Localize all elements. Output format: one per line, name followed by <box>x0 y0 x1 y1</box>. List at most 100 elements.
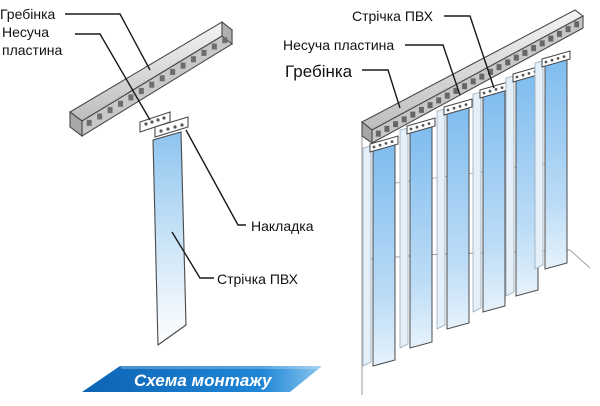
comb-tooth <box>556 30 562 37</box>
right-strip-6 <box>534 50 571 270</box>
comb-tooth <box>496 64 502 71</box>
right-pvc-strips <box>362 50 571 367</box>
comb-tooth <box>97 113 103 120</box>
label-plate-right: Несуча пластина <box>283 37 394 53</box>
comb-tooth <box>149 81 155 88</box>
comb-tooth <box>393 121 399 128</box>
comb-tooth <box>107 107 113 114</box>
strip-plate <box>406 117 436 135</box>
strip-shadow <box>505 75 515 297</box>
banner-title: Схема монтажу <box>134 371 273 390</box>
strip-body <box>482 85 506 313</box>
strip-shadow <box>399 127 409 349</box>
plate-rivet <box>550 58 554 62</box>
plate-rivet <box>500 86 504 89</box>
plate-rivet <box>515 75 519 79</box>
strip-body <box>372 139 396 367</box>
strip-plate <box>369 135 399 153</box>
comb-tooth <box>531 45 537 52</box>
label-plate-left-line2: пластина <box>2 42 63 58</box>
plate-rivet <box>458 105 462 108</box>
left-detail <box>65 13 246 347</box>
plate-rivet <box>556 57 560 60</box>
right-strip-1 <box>362 135 399 367</box>
label-strip-right: Стрічка ПВХ <box>352 8 434 24</box>
plate-rivet <box>562 55 566 58</box>
comb-tooth <box>170 68 176 75</box>
comb-tooth <box>138 88 144 95</box>
comb-tooth <box>222 37 228 44</box>
strip-shadow <box>362 145 372 367</box>
plate-rivet <box>409 127 413 131</box>
comb-tooth <box>86 119 92 126</box>
comb-tooth <box>574 21 580 28</box>
callout-overlay-left <box>185 129 246 226</box>
callout-comb-right <box>362 69 401 109</box>
right-strip-4 <box>472 81 509 313</box>
label-strip-left: Стрічка ПВХ <box>217 271 299 287</box>
plate-rivet <box>521 73 525 77</box>
comb-tooth <box>436 97 442 104</box>
comb-tooth <box>180 62 186 69</box>
left-overlay <box>154 116 189 138</box>
left-pvc-strip <box>152 131 187 347</box>
comb-tooth <box>565 26 571 33</box>
label-overlay-left: Накладка <box>251 218 314 234</box>
label-plate-left-line1: Несуча <box>2 24 49 40</box>
callout-plate-left <box>75 33 151 121</box>
strip-plate <box>443 98 473 116</box>
strip-shadow <box>534 60 544 270</box>
right-comb-teeth <box>375 21 580 137</box>
comb-tooth <box>418 106 424 113</box>
label-comb-right: Гребінка <box>285 62 353 81</box>
comb-tooth <box>487 68 493 75</box>
plate-rivet <box>372 145 376 149</box>
comb-tooth <box>159 75 165 82</box>
comb-tooth <box>479 73 485 80</box>
comb-tooth <box>401 116 407 123</box>
plate-rivet <box>415 125 419 129</box>
callout-plate-right <box>405 44 461 96</box>
left-comb-rail <box>69 20 233 138</box>
plate-rivet <box>464 103 468 106</box>
plate-rivet <box>527 72 531 75</box>
comb-tooth <box>191 56 196 63</box>
comb-tooth <box>128 94 134 101</box>
plate-rivet <box>421 124 425 127</box>
strip-shadow <box>436 108 446 330</box>
label-comb-left: Гребінка <box>0 6 56 22</box>
plate-rivet <box>494 88 498 91</box>
comb-tooth <box>539 40 545 47</box>
plate-rivet <box>544 60 548 64</box>
comb-tooth <box>548 35 554 42</box>
plate-rivet <box>427 122 431 125</box>
right-strip-3 <box>436 98 473 330</box>
comb-tooth <box>505 59 511 66</box>
right-strip-2 <box>399 117 436 349</box>
mounting-scheme-banner: Схема монтажу <box>82 366 322 392</box>
comb-tooth <box>470 78 476 85</box>
right-comb-rail <box>361 9 585 145</box>
comb-tooth <box>201 49 207 56</box>
comb-tooth <box>118 100 123 107</box>
right-strip-5 <box>505 65 542 297</box>
comb-tooth <box>384 125 390 132</box>
left-comb-teeth <box>86 37 228 126</box>
plate-rivet <box>452 106 456 110</box>
plate-rivet <box>384 142 388 145</box>
plate-rivet <box>378 143 382 147</box>
strip-shadow <box>472 91 482 313</box>
comb-tooth <box>453 87 459 94</box>
callout-strip-left <box>171 231 214 279</box>
plate-rivet <box>446 108 450 112</box>
comb-tooth <box>462 83 468 90</box>
callout-strip-right <box>444 15 495 89</box>
comb-tooth <box>410 111 416 118</box>
strip-body <box>544 54 568 270</box>
callout-comb-left <box>65 13 151 71</box>
comb-tooth <box>375 130 381 137</box>
plate-rivet <box>482 91 486 95</box>
comb-tooth <box>211 43 217 50</box>
strip-body <box>409 121 433 349</box>
